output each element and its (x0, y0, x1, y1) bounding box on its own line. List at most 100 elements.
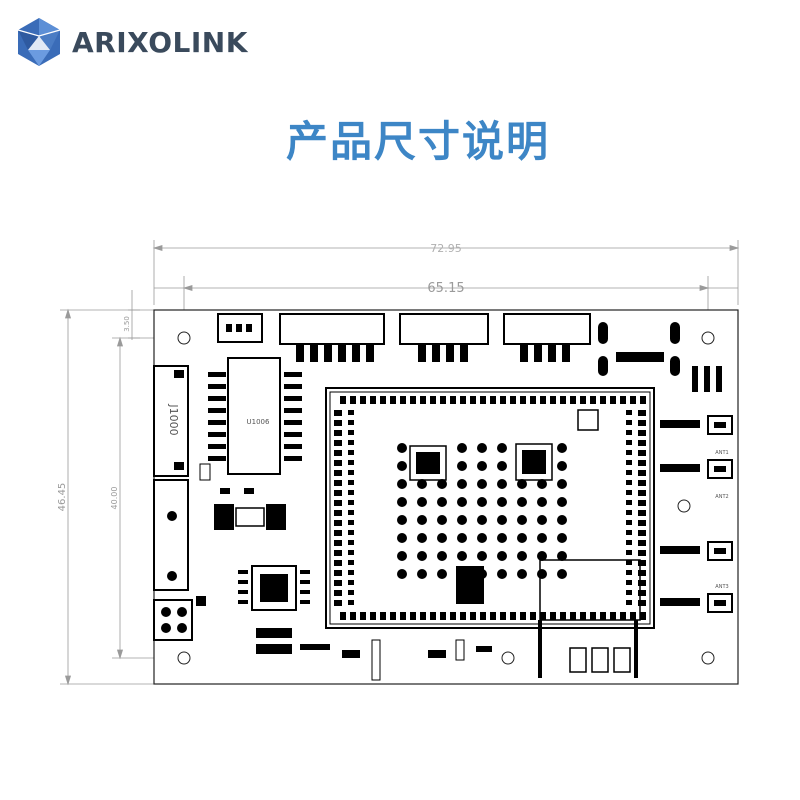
pad (560, 612, 566, 620)
pad (638, 410, 646, 416)
pad (334, 580, 342, 586)
pad (638, 430, 646, 436)
brand-name: ARIXOLINK (72, 25, 248, 59)
pad (348, 560, 354, 565)
pad (560, 396, 566, 404)
pad (334, 440, 342, 446)
pad (380, 396, 386, 404)
pad (500, 612, 506, 620)
dimension-hole-offset (128, 290, 140, 340)
pad (334, 480, 342, 486)
pad (348, 500, 354, 505)
pad (600, 396, 606, 404)
pad (626, 510, 632, 515)
pad (440, 396, 446, 404)
bga-ball (397, 515, 407, 525)
pad (626, 420, 632, 425)
pad (348, 470, 354, 475)
pad (420, 612, 426, 620)
pad (334, 560, 342, 566)
mounting-hole-top-right (701, 331, 715, 345)
pad (626, 520, 632, 525)
dimension-hole-offset-label: 3.50 (123, 316, 131, 332)
bga-ball (437, 533, 447, 543)
pad (348, 440, 354, 445)
pad (334, 430, 342, 436)
ant3-label: ANT3 (715, 584, 728, 590)
pad (640, 396, 646, 404)
bga-ball (437, 497, 447, 507)
pad (638, 500, 646, 506)
bga-ball (417, 551, 427, 561)
pad (638, 420, 646, 426)
pad (340, 396, 346, 404)
bga-ball (477, 533, 487, 543)
pad (430, 612, 436, 620)
pad (340, 612, 346, 620)
pad (626, 530, 632, 535)
bga-ball (557, 443, 567, 453)
pad (334, 530, 342, 536)
bga-ball (557, 479, 567, 489)
bga-ball (397, 533, 407, 543)
pad (630, 612, 636, 620)
dimension-hole-width-label: 65.15 (427, 281, 464, 296)
pad (520, 612, 526, 620)
module-bga-balls (397, 443, 567, 579)
bga-ball (497, 515, 507, 525)
pad (350, 396, 356, 404)
pad (334, 460, 342, 466)
bga-ball (457, 479, 467, 489)
pad (638, 590, 646, 596)
pad (348, 410, 354, 415)
left-middle-components (196, 463, 310, 654)
pad (360, 396, 366, 404)
pad (334, 450, 342, 456)
pad (334, 510, 342, 516)
dimension-total-width (152, 240, 740, 305)
bga-ball (557, 497, 567, 507)
pad (638, 540, 646, 546)
bga-ball (517, 479, 527, 489)
bga-ball (537, 515, 547, 525)
dimension-total-height-label: 46.45 (57, 483, 68, 512)
top-connectors (217, 313, 680, 376)
pad (360, 612, 366, 620)
pad (626, 570, 632, 575)
bga-ball (557, 569, 567, 579)
pad (520, 396, 526, 404)
pad (348, 600, 354, 605)
arixolink-polyhedron-logo-icon (17, 18, 61, 66)
module-edge-pads (334, 396, 646, 620)
bga-ball (517, 551, 527, 561)
pad (626, 480, 632, 485)
pad (334, 520, 342, 526)
bga-ball (497, 551, 507, 561)
bga-ball (557, 461, 567, 471)
pad (410, 396, 416, 404)
j1000-label: J1000 (167, 403, 180, 435)
mounting-holes (177, 331, 715, 665)
pad (334, 500, 342, 506)
brand-logo: ARIXOLINK (14, 16, 248, 68)
bga-ball (457, 551, 467, 561)
pad (626, 450, 632, 455)
pad (348, 520, 354, 525)
pad (570, 396, 576, 404)
mounting-hole-bottom-right (701, 651, 715, 665)
bga-ball (497, 497, 507, 507)
pad (334, 550, 342, 556)
pad (450, 612, 456, 620)
pad (350, 612, 356, 620)
pad (490, 396, 496, 404)
pad (530, 396, 536, 404)
bga-ball (457, 443, 467, 453)
pad (334, 570, 342, 576)
pad (638, 580, 646, 586)
pad (334, 470, 342, 476)
pad (610, 612, 616, 620)
bga-ball (537, 533, 547, 543)
pad (370, 396, 376, 404)
pad (510, 612, 516, 620)
pad (600, 612, 606, 620)
